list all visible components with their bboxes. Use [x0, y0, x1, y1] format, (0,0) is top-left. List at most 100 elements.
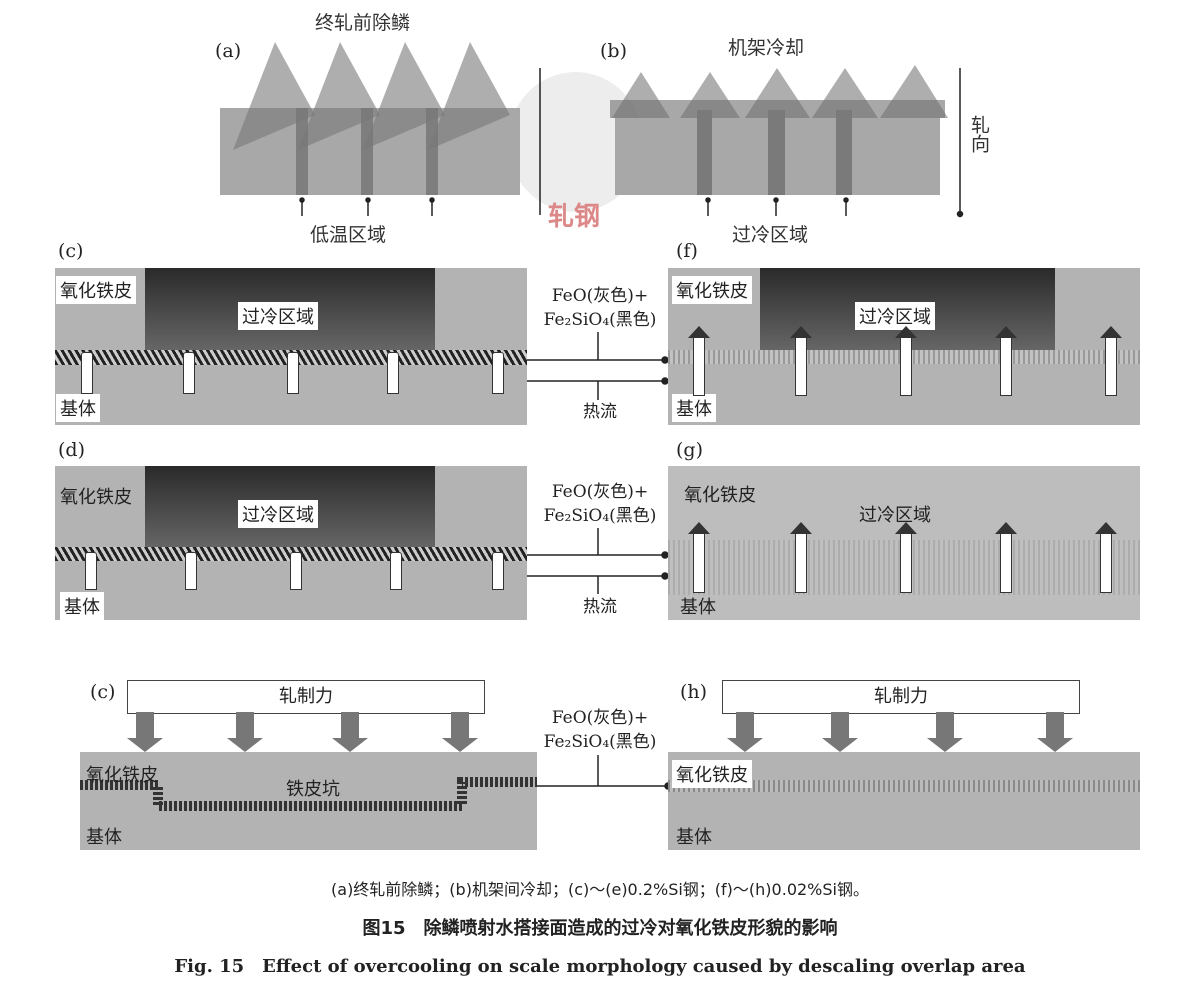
scale-label: 氧化铁皮 [60, 487, 132, 508]
rolling-force-arrow [136, 712, 154, 738]
rolling-force-arrow [236, 712, 254, 738]
arrow-head-icon [1095, 522, 1117, 534]
heat-flow-arrow [1000, 532, 1012, 593]
heat-flow-arrow [1100, 532, 1112, 593]
scale-label: 氧化铁皮 [684, 485, 756, 506]
arrow-head-icon [995, 326, 1017, 338]
rolling-force-bar: 轧制力 [127, 680, 485, 714]
panel-h-label: (h) [680, 681, 708, 703]
panel-c-label: (c) [58, 240, 84, 262]
scale-label: 氧化铁皮 [672, 760, 752, 788]
overcool-stripe [697, 110, 712, 195]
scale-label: 氧化铁皮 [672, 276, 752, 304]
spray-triangles-a [233, 42, 510, 150]
overcool-label: 过冷区域 [238, 302, 318, 330]
panel-b-title: 机架冷却 [728, 37, 805, 59]
arrow-head-icon [688, 326, 710, 338]
rolling-force-arrow [1046, 712, 1064, 738]
heat-flow-arrow [287, 352, 299, 394]
heat-flow-arrow [693, 336, 705, 396]
low-temp-stripe [296, 108, 308, 195]
legend-fe2sio4: Fe₂SiO₄(黑色) [543, 506, 657, 526]
rolling-force-arrow [341, 712, 359, 738]
heat-flow-arrow [81, 352, 93, 394]
rolling-force-arrow [831, 712, 849, 738]
caption-notes: (a)终轧前除鳞；(b)机架间冷却；(c)～(e)0.2%Si钢；(f)～(h)… [331, 880, 869, 899]
panel-d-label: (d) [58, 439, 85, 461]
arrow-head-icon [790, 522, 812, 534]
arrow-head-icon [727, 738, 763, 752]
overcool-label: 过冷区域 [238, 500, 318, 528]
heat-flow-arrow [795, 336, 807, 396]
substrate-label: 基体 [680, 597, 716, 618]
rolling-direction-label: 轧向 [968, 115, 990, 153]
legend-fe2sio4: Fe₂SiO₄(黑色) [543, 310, 657, 330]
rolling-force-bar: 轧制力 [722, 680, 1080, 714]
arrow-head-icon [227, 738, 263, 752]
legend-heat-flow: 热流 [583, 402, 617, 422]
panel-g-label: (g) [676, 439, 703, 461]
heat-flow-arrow [183, 352, 195, 394]
arrow-head-icon [790, 326, 812, 338]
heat-flow-arrow [1000, 336, 1012, 396]
panel-a-zone-label: 低温区域 [310, 224, 387, 246]
heat-flow-arrow [492, 552, 504, 590]
arrow-head-icon [127, 738, 163, 752]
legend-feo: FeO(灰色)+ [551, 286, 649, 306]
rolling-force-arrow [736, 712, 754, 738]
substrate-label: 基体 [86, 827, 122, 848]
rolling-force-arrow [451, 712, 469, 738]
panel-b-zone-label: 过冷区域 [732, 224, 809, 246]
substrate-label: 基体 [676, 827, 712, 848]
panel-a-label: (a) [215, 40, 242, 62]
substrate-label: 基体 [672, 394, 716, 422]
panel-e-label: (c) [90, 681, 116, 703]
arrow-head-icon [822, 738, 858, 752]
heat-flow-arrow [492, 352, 504, 394]
arrow-head-icon [995, 522, 1017, 534]
rolling-force-arrow [936, 712, 954, 738]
caption-title-cn: 图15 除鳞喷射水搭接面造成的过冷对氧化铁皮形貌的影响 [362, 918, 838, 939]
arrow-head-icon [688, 522, 710, 534]
heat-flow-arrow [185, 552, 197, 590]
arrow-head-icon [1100, 326, 1122, 338]
heat-flow-arrow [390, 552, 402, 590]
watermark-text: 轧钢 [548, 202, 601, 232]
low-temp-stripe [426, 108, 438, 195]
arrow-head-icon [332, 738, 368, 752]
legend-feo: FeO(灰色)+ [551, 708, 649, 728]
legend-heat-flow: 热流 [583, 597, 617, 617]
thin-scale-layer [668, 780, 1140, 792]
arrow-head-icon [895, 326, 917, 338]
caption-title-en: Fig. 15 Effect of overcooling on scale m… [174, 956, 1026, 977]
heat-flow-arrow [1105, 336, 1117, 396]
overcool-stripe [768, 110, 785, 195]
arrow-head-icon [1037, 738, 1073, 752]
heat-flow-arrow [900, 532, 912, 593]
heat-flow-arrow [693, 532, 705, 593]
arrow-head-icon [895, 522, 917, 534]
arrow-head-icon [442, 738, 478, 752]
low-temp-stripe [361, 108, 373, 195]
scale-label: 氧化铁皮 [86, 765, 158, 786]
heat-flow-arrow [387, 352, 399, 394]
arrow-head-icon [927, 738, 963, 752]
heat-flow-arrow [900, 336, 912, 396]
panel-f-label: (f) [676, 240, 698, 262]
substrate-label: 基体 [56, 394, 100, 422]
overcool-label: 过冷区域 [859, 505, 931, 526]
panel-b-label: (b) [600, 40, 627, 62]
scale-label: 氧化铁皮 [56, 276, 136, 304]
legend-fe2sio4: Fe₂SiO₄(黑色) [543, 732, 657, 752]
panel-a-title: 终轧前除鳞 [315, 12, 411, 34]
overcool-label: 过冷区域 [855, 302, 935, 330]
legend-feo: FeO(灰色)+ [551, 482, 649, 502]
heat-flow-arrow [290, 552, 302, 590]
heat-flow-arrow [85, 552, 97, 590]
substrate-label: 基体 [60, 592, 104, 620]
heat-flow-arrow [795, 532, 807, 593]
overcool-stripe [836, 110, 852, 195]
